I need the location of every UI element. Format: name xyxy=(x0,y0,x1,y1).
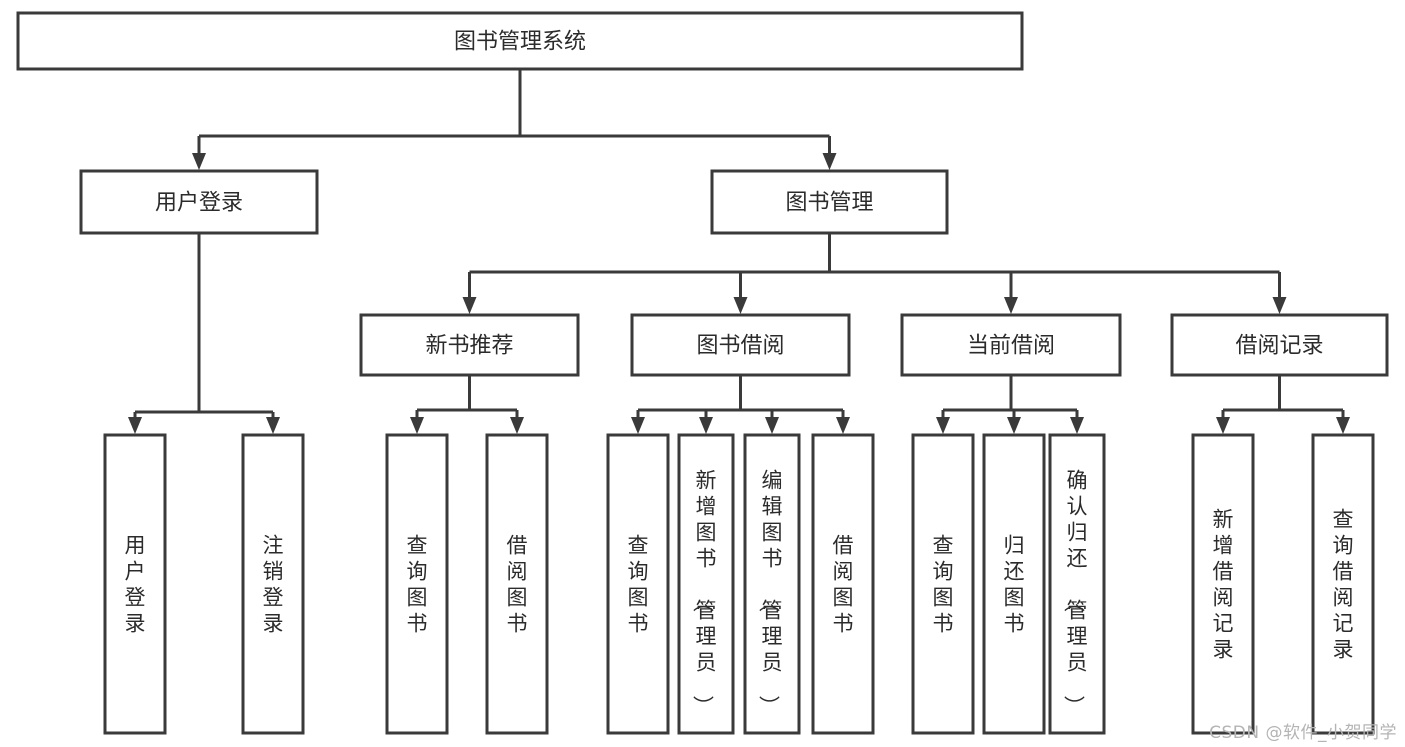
node-leaf-add-borrow-record[interactable]: 新增借阅记录 xyxy=(1191,433,1255,735)
book-borrow-to-leaves-arrow-icon xyxy=(699,417,713,434)
borrow-record-to-leaves-arrow-icon xyxy=(1216,417,1230,434)
management-to-level3-arrow-icon xyxy=(1272,297,1287,314)
node-label: 新书推荐 xyxy=(425,334,513,359)
new-book-recommend-to-leaves-arrow-icon xyxy=(410,417,424,434)
management-to-level3-arrow-icon xyxy=(462,297,477,314)
node-leaf-user-login[interactable]: 用户登录 xyxy=(103,433,167,735)
leaf-label: 归还图书 xyxy=(1004,533,1025,635)
user-login-to-leaves-arrow-icon xyxy=(128,417,142,434)
root-to-level2-arrow-icon xyxy=(192,153,206,170)
book-borrow-to-leaves-arrow-icon xyxy=(631,417,645,434)
node-leaf-logout[interactable]: 注销登录 xyxy=(241,433,305,735)
current-borrow-to-leaves-arrow-icon xyxy=(1007,417,1021,434)
node-leaf-return-book[interactable]: 归还图书 xyxy=(982,433,1046,735)
node-leaf-query-book-1[interactable]: 查询图书 xyxy=(385,433,449,735)
management-to-level3-arrow-icon xyxy=(1004,297,1018,314)
node-leaf-query-borrow-record[interactable]: 查询借阅记录 xyxy=(1311,433,1375,735)
node-leaf-query-book-3[interactable]: 查询图书 xyxy=(911,433,975,735)
node-label: 图书借阅 xyxy=(696,334,784,359)
leaf-label: 查询图书 xyxy=(933,533,954,635)
leaf-label: 编辑图书（管理员） xyxy=(757,468,783,716)
user-login-to-leaves-arrow-icon xyxy=(266,417,280,434)
leaf-label: 借阅图书 xyxy=(507,533,528,635)
node-user-login[interactable]: 用户登录 xyxy=(79,169,319,235)
node-leaf-confirm-return[interactable]: 确认归还（管理员） xyxy=(1048,433,1106,735)
node-new-book-recommend[interactable]: 新书推荐 xyxy=(359,313,580,377)
root-to-level2-arrow-icon xyxy=(822,153,837,170)
current-borrow-to-leaves-arrow-icon xyxy=(1070,417,1084,434)
management-to-level3-arrow-icon xyxy=(733,297,748,314)
edges-layer xyxy=(128,69,1350,434)
leaf-label: 查询图书 xyxy=(407,533,428,635)
leaf-label: 注销登录 xyxy=(263,533,284,635)
leaf-label: 确认归还（管理员） xyxy=(1062,468,1088,716)
node-label: 当前借阅 xyxy=(967,334,1055,359)
leaf-label: 新增借阅记录 xyxy=(1213,507,1234,661)
node-leaf-add-book[interactable]: 新增图书（管理员） xyxy=(677,433,735,735)
nodes-layer: 图书管理系统用户登录图书管理新书推荐图书借阅当前借阅借阅记录用户登录注销登录查询… xyxy=(16,11,1389,735)
node-label: 图书管理 xyxy=(785,191,873,216)
node-leaf-borrow-book-2[interactable]: 借阅图书 xyxy=(811,433,875,735)
book-borrow-to-leaves-arrow-icon xyxy=(765,417,779,434)
leaf-label: 用户登录 xyxy=(125,533,146,635)
node-root[interactable]: 图书管理系统 xyxy=(16,11,1024,71)
node-label: 用户登录 xyxy=(155,191,243,216)
borrow-record-to-leaves-arrow-icon xyxy=(1336,417,1350,434)
book-borrow-to-leaves-arrow-icon xyxy=(836,417,850,434)
leaf-label: 新增图书（管理员） xyxy=(691,468,717,716)
node-borrow-record[interactable]: 借阅记录 xyxy=(1170,313,1389,377)
node-leaf-borrow-book-1[interactable]: 借阅图书 xyxy=(485,433,549,735)
new-book-recommend-to-leaves-arrow-icon xyxy=(510,417,524,434)
node-book-management[interactable]: 图书管理 xyxy=(710,169,949,235)
leaf-label: 查询图书 xyxy=(628,533,649,635)
current-borrow-to-leaves-arrow-icon xyxy=(936,417,950,434)
node-leaf-query-book-2[interactable]: 查询图书 xyxy=(606,433,670,735)
leaf-label: 查询借阅记录 xyxy=(1333,507,1354,661)
node-current-borrow[interactable]: 当前借阅 xyxy=(900,313,1122,377)
leaf-label: 借阅图书 xyxy=(833,533,854,635)
node-book-borrow[interactable]: 图书借阅 xyxy=(630,313,851,377)
node-label: 图书管理系统 xyxy=(454,30,586,55)
node-label: 借阅记录 xyxy=(1235,334,1323,359)
node-leaf-edit-book[interactable]: 编辑图书（管理员） xyxy=(743,433,801,735)
